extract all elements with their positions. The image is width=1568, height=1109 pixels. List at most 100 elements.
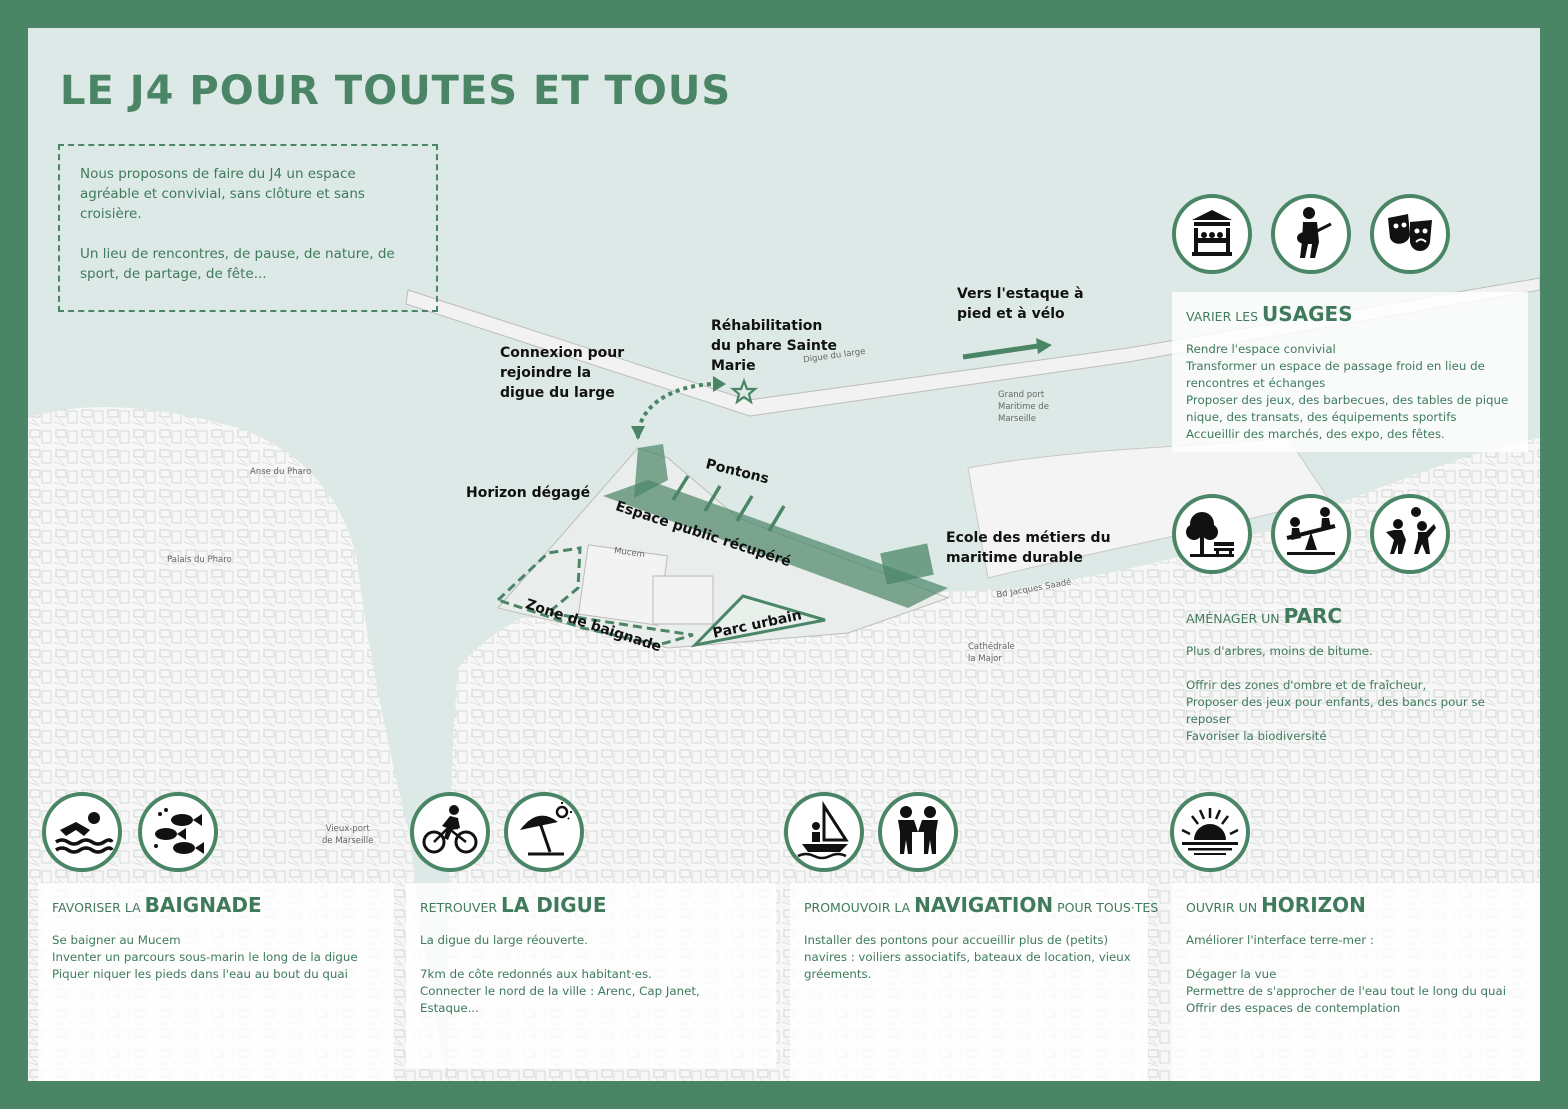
digue-line — [405, 277, 1540, 417]
panel-title-prefix: FAVORISER LA — [52, 900, 141, 915]
panel-title-highlight: USAGES — [1262, 302, 1353, 326]
label-phare: Réhabilitation du phare Sainte Marie — [711, 316, 837, 376]
panel-line: Offrir des zones d'ombre et de fraîcheur… — [1186, 678, 1427, 692]
panel-line: Favoriser la biodiversité — [1186, 729, 1327, 743]
label-phare-line: du phare Sainte — [711, 338, 838, 354]
panel-title-highlight: HORIZON — [1261, 893, 1366, 917]
label-vieux-port-line: de Marseille — [322, 836, 374, 846]
label-estaque-line: Vers l'estaque à — [957, 286, 1084, 302]
sunset-icon — [1170, 792, 1250, 872]
panel-line: Proposer des jeux pour enfants, des banc… — [1186, 695, 1485, 726]
panel-line: Inventer un parcours sous-marin le long … — [52, 950, 358, 964]
pontons — [671, 475, 786, 532]
panel-parc-title: AMÉNAGER UN PARC — [1186, 606, 1514, 627]
label-connexion-line: Connexion pour — [500, 345, 625, 361]
panel-line — [1186, 949, 1526, 966]
panel-baignade-title: FAVORISER LA BAIGNADE — [52, 895, 380, 916]
guitar-player-icon — [1271, 194, 1351, 274]
fish-icon — [138, 792, 218, 872]
panel-line: Offrir des espaces de contemplation — [1186, 1001, 1401, 1015]
fort-building — [652, 575, 714, 625]
poster-frame: LE J4 POUR TOUTES ET TOUS Nous proposons… — [28, 28, 1540, 1081]
panel-title-highlight: NAVIGATION — [914, 893, 1054, 917]
panel-line: Transformer un espace de passage froid e… — [1186, 359, 1485, 390]
intro-paragraph-1: Nous proposons de faire du J4 un espace … — [80, 166, 365, 222]
panel-line: Connecter le nord de la ville : Arenc, C… — [420, 984, 700, 1015]
panel-line: Proposer des jeux, des barbecues, des ta… — [1186, 393, 1509, 424]
panel-line: Installer des pontons pour accueillir pl… — [804, 933, 1131, 981]
panel-title-prefix: PROMOUVOIR LA — [804, 900, 911, 915]
label-cathedrale-line: la Major — [968, 654, 1002, 664]
panel-baignade: FAVORISER LA BAIGNADE Se baigner au Muce… — [38, 883, 394, 1081]
connexion-arrowhead-end — [713, 376, 726, 392]
label-grand-port-line: Marseille — [998, 414, 1037, 424]
jetty-strip — [634, 444, 668, 498]
ecole-building — [880, 543, 934, 585]
label-grand-port-line: Grand port — [998, 390, 1045, 400]
label-ecole-line: maritime durable — [946, 550, 1083, 566]
panel-navigation-title: PROMOUVOIR LA NAVIGATION POUR TOUS·TES — [804, 895, 1158, 916]
tree-bench-icon — [1172, 494, 1252, 574]
label-vieux-port-line: Vieux-port — [325, 824, 370, 834]
label-grand-port-line: Maritime de — [998, 402, 1049, 412]
panel-line — [1186, 660, 1514, 677]
panel-digue-title: RETROUVER LA DIGUE — [420, 895, 762, 916]
panel-usages-title: VARIER LES USAGES — [1186, 304, 1514, 325]
estaque-arrowhead — [1036, 338, 1052, 354]
panel-title-prefix: VARIER LES — [1186, 309, 1259, 324]
panel-title-prefix: OUVRIR UN — [1186, 900, 1258, 915]
label-grand-port: Grand port Maritime de Marseille — [998, 389, 1049, 425]
panel-title-highlight: BAIGNADE — [144, 893, 262, 917]
label-vieux-port: Vieux-port de Marseille — [322, 823, 373, 847]
zone-baignade-outline — [495, 546, 694, 647]
beach-umbrella-icon — [504, 792, 584, 872]
panel-line: Plus d'arbres, moins de bitume. — [1186, 644, 1373, 658]
espace-public-zone — [603, 480, 948, 608]
label-anse-du-pharo: Anse du Pharo — [250, 467, 312, 477]
label-connexion-line: rejoindre la — [500, 365, 592, 381]
label-connexion-line: digue du large — [500, 385, 615, 401]
panel-usages: VARIER LES USAGES Rendre l'espace conviv… — [1172, 292, 1528, 452]
label-ecole: Ecole des métiers du maritime durable — [946, 528, 1111, 568]
panel-digue: RETROUVER LA DIGUE La digue du large réo… — [406, 883, 776, 1068]
panel-line: Rendre l'espace convivial — [1186, 342, 1336, 356]
label-phare-line: Marie — [711, 358, 756, 374]
panel-line: Se baigner au Mucem — [52, 933, 181, 947]
panel-title-highlight: LA DIGUE — [501, 893, 607, 917]
connexion-arrowhead-start — [631, 426, 645, 440]
phare-star — [729, 377, 759, 405]
swimmer-icon — [42, 792, 122, 872]
label-cathedrale-line: Cathédrale — [968, 642, 1015, 652]
panel-title-suffix: POUR TOUS·TES — [1057, 900, 1159, 915]
label-horizon: Horizon dégagé — [466, 485, 591, 501]
panel-title-prefix: RETROUVER — [420, 900, 498, 915]
panel-parc: AMÉNAGER UN PARC Plus d'arbres, moins de… — [1172, 594, 1528, 743]
label-estaque: Vers l'estaque à pied et à vélo — [957, 284, 1084, 324]
label-cathedrale: Cathédrale la Major — [968, 641, 1015, 665]
panel-horizon: OUVRIR UN HORIZON Améliorer l'interface … — [1172, 883, 1540, 1081]
panel-navigation: PROMOUVOIR LA NAVIGATION POUR TOUS·TES I… — [790, 883, 1158, 1081]
panel-line: Piquer niquer les pieds dans l'eau au bo… — [52, 967, 348, 981]
seesaw-icon — [1271, 494, 1351, 574]
label-ecole-line: Ecole des métiers du — [946, 530, 1111, 546]
panel-line: Améliorer l'interface terre-mer : — [1186, 933, 1374, 947]
panel-line: 7km de côte redonnés aux habitant·es. — [420, 967, 652, 981]
label-estaque-line: pied et à vélo — [957, 306, 1065, 322]
page-title: LE J4 POUR TOUTES ET TOUS — [60, 68, 732, 114]
cyclist-icon — [410, 792, 490, 872]
panel-line: Dégager la vue — [1186, 967, 1277, 981]
panel-line — [420, 949, 762, 966]
label-connexion: Connexion pour rejoindre la digue du lar… — [500, 343, 624, 403]
estaque-arrow — [962, 343, 1039, 360]
theater-masks-icon — [1370, 194, 1450, 274]
panel-title-highlight: PARC — [1283, 604, 1343, 628]
parc-urbain-outline — [690, 594, 826, 648]
label-phare-line: Réhabilitation — [711, 318, 823, 334]
label-palais-du-pharo: Palais du Pharo — [167, 555, 232, 565]
panel-line: Permettre de s'approcher de l'eau tout l… — [1186, 984, 1507, 998]
people-handshake-icon — [878, 792, 958, 872]
market-stall-icon — [1172, 194, 1252, 274]
panel-horizon-title: OUVRIR UN HORIZON — [1186, 895, 1526, 916]
intro-paragraph-2: Un lieu de rencontres, de pause, de natu… — [80, 246, 395, 282]
children-playing-icon — [1370, 494, 1450, 574]
